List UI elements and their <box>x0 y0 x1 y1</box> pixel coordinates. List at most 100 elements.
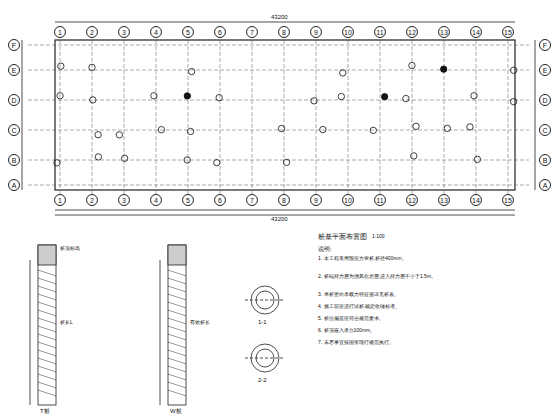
pile-symbol <box>90 97 96 103</box>
grid-line <box>124 28 125 204</box>
pile-symbol <box>409 62 415 68</box>
pile-symbol <box>510 98 516 104</box>
pile-symbol <box>370 127 376 133</box>
axis-number: D <box>542 97 547 104</box>
pile-symbol <box>89 64 95 70</box>
axis-number: 10 <box>344 197 352 204</box>
note-text: 桩顶标高 <box>60 246 80 252</box>
note-text: 4. 施工前应进行试桩,确定收锤标准。 <box>318 304 508 310</box>
axis-number: 11 <box>376 197 383 204</box>
axis-number: 1 <box>58 197 62 204</box>
axis-bubble: 9 <box>310 26 322 38</box>
dimension-text: 43200 <box>270 14 289 21</box>
axis-number: 10 <box>344 29 352 36</box>
note-text: 7. 未尽事宜按国家现行规范执行。 <box>318 340 508 346</box>
grid-line <box>38 270 56 276</box>
axis-bubble: 12 <box>406 26 418 38</box>
grid-line <box>476 28 477 204</box>
pile-symbol <box>413 123 419 129</box>
axis-bubble: B <box>8 154 20 166</box>
grid-line <box>412 28 413 204</box>
grid-line <box>168 382 186 388</box>
axis-number: F <box>543 42 547 49</box>
note-text: 5. 桩位偏差应符合规范要求。 <box>318 316 508 322</box>
axis-number: 3 <box>122 197 126 204</box>
axis-bubble: 14 <box>470 26 482 38</box>
axis-bubble: 13 <box>438 194 450 206</box>
axis-number: 2 <box>90 197 94 204</box>
axis-number: 13 <box>440 197 448 204</box>
grid-line <box>38 310 56 316</box>
axis-number: 15 <box>504 29 512 36</box>
pile-symbol <box>411 153 417 159</box>
pile-symbol <box>95 131 101 137</box>
axis-bubble: 3 <box>118 194 130 206</box>
grid-line <box>316 28 317 204</box>
axis-bubble: 4 <box>150 26 162 38</box>
pile-symbol <box>158 127 164 133</box>
pile-symbol <box>311 98 317 104</box>
grid-line <box>168 294 186 300</box>
grid-line <box>156 28 157 204</box>
grid-line <box>252 28 253 204</box>
axis-number: F <box>12 42 16 49</box>
note-text: 3. 单桩竖向承载力特征值详见桩表。 <box>318 292 508 298</box>
axis-number: 4 <box>154 29 158 36</box>
grid-line <box>38 318 56 324</box>
axis-bubble: 15 <box>502 26 514 38</box>
axis-bubble: 4 <box>150 194 162 206</box>
grid-line <box>188 28 189 204</box>
axis-bubble: 7 <box>246 194 258 206</box>
axis-bubble: A <box>8 179 20 191</box>
pile-symbol <box>187 128 193 134</box>
axis-bubble: 11 <box>374 194 386 206</box>
pile-symbol <box>116 132 122 138</box>
grid-line <box>38 382 56 388</box>
axis-number: 5 <box>186 197 190 204</box>
pile-symbol <box>151 93 157 99</box>
grid-line <box>28 100 529 101</box>
pile-symbol <box>278 125 284 131</box>
grid-line <box>38 342 56 348</box>
axis-number: 1 <box>58 29 62 36</box>
note-text: 6. 桩顶嵌入承台100mm。 <box>318 328 508 334</box>
drawing-label: W桩 <box>170 408 182 415</box>
pile-symbol <box>54 160 60 166</box>
grid-line <box>444 28 445 204</box>
pile-symbol <box>57 93 63 99</box>
grid-line <box>38 374 56 380</box>
axis-bubble: 8 <box>278 26 290 38</box>
axis-bubble: 8 <box>278 194 290 206</box>
axis-bubble: A <box>539 179 551 191</box>
grid-line <box>92 28 93 204</box>
grid-line <box>168 374 186 380</box>
grid-line <box>168 358 186 364</box>
axis-bubble: 7 <box>246 26 258 38</box>
axis-number: B <box>543 157 548 164</box>
axis-bubble: 1 <box>54 194 66 206</box>
pile-symbol <box>381 93 387 99</box>
axis-bubble: 10 <box>342 194 354 206</box>
grid-line <box>380 28 381 204</box>
note-text: 2. 桩端持力层为强风化岩层,进入持力层不小于1.5m。 <box>318 274 508 280</box>
grid-line <box>38 302 56 308</box>
drawing-label: T桩 <box>40 408 50 415</box>
axis-bubble: 13 <box>438 26 450 38</box>
note-text: 1. 本工程采用预应力管桩,桩径400mm。 <box>318 256 508 262</box>
axis-number: 14 <box>472 29 480 36</box>
pile-symbol <box>95 154 101 160</box>
axis-bubble: 3 <box>118 26 130 38</box>
axis-bubble: 6 <box>214 26 226 38</box>
pile-symbol <box>188 68 194 74</box>
axis-number: 8 <box>282 197 286 204</box>
axis-number: 11 <box>376 29 383 36</box>
pile-symbol <box>471 93 477 99</box>
axis-number: C <box>11 127 16 134</box>
axis-number: 8 <box>282 29 286 36</box>
pile-symbol <box>467 124 473 130</box>
grid-line <box>168 342 186 348</box>
axis-number: 2 <box>90 29 94 36</box>
axis-number: E <box>543 67 548 74</box>
drawing-label: 2-2 <box>258 377 267 384</box>
